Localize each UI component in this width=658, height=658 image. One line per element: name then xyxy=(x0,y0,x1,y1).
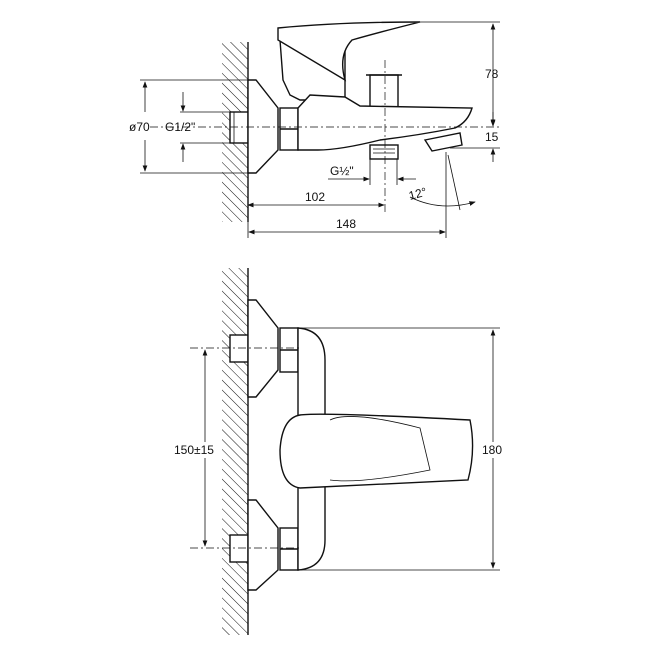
lower-flange xyxy=(247,499,279,591)
upper-flange xyxy=(247,299,279,398)
inlet-thread-label: G1/2" xyxy=(165,120,195,134)
spout-length-label: 148 xyxy=(336,217,356,231)
wall-hatch xyxy=(222,268,248,635)
body-width-label: 180 xyxy=(482,443,502,457)
spout-outlet xyxy=(423,132,463,152)
height-label: 78 xyxy=(485,67,499,81)
shower-thread-label: G½" xyxy=(330,164,354,178)
outlet-drop-label: 15 xyxy=(485,130,499,144)
lever-handle xyxy=(277,21,421,82)
spout xyxy=(297,94,473,151)
inlet-spacing-label: 150±15 xyxy=(174,443,214,457)
flange-diameter-label: ø70 xyxy=(129,120,150,134)
outlet-angle-label: 12° xyxy=(407,185,428,203)
top-view: 150±15 180 xyxy=(170,268,506,635)
inlet-thread xyxy=(229,111,249,144)
diverter-knob xyxy=(369,74,399,108)
wall-flange xyxy=(247,79,279,174)
shower-connector xyxy=(369,144,399,160)
lever-handle xyxy=(279,413,474,489)
side-view: ø70 G1/2" 78 15 G½" 102 148 12° xyxy=(129,21,500,238)
diverter-distance-label: 102 xyxy=(305,190,325,204)
